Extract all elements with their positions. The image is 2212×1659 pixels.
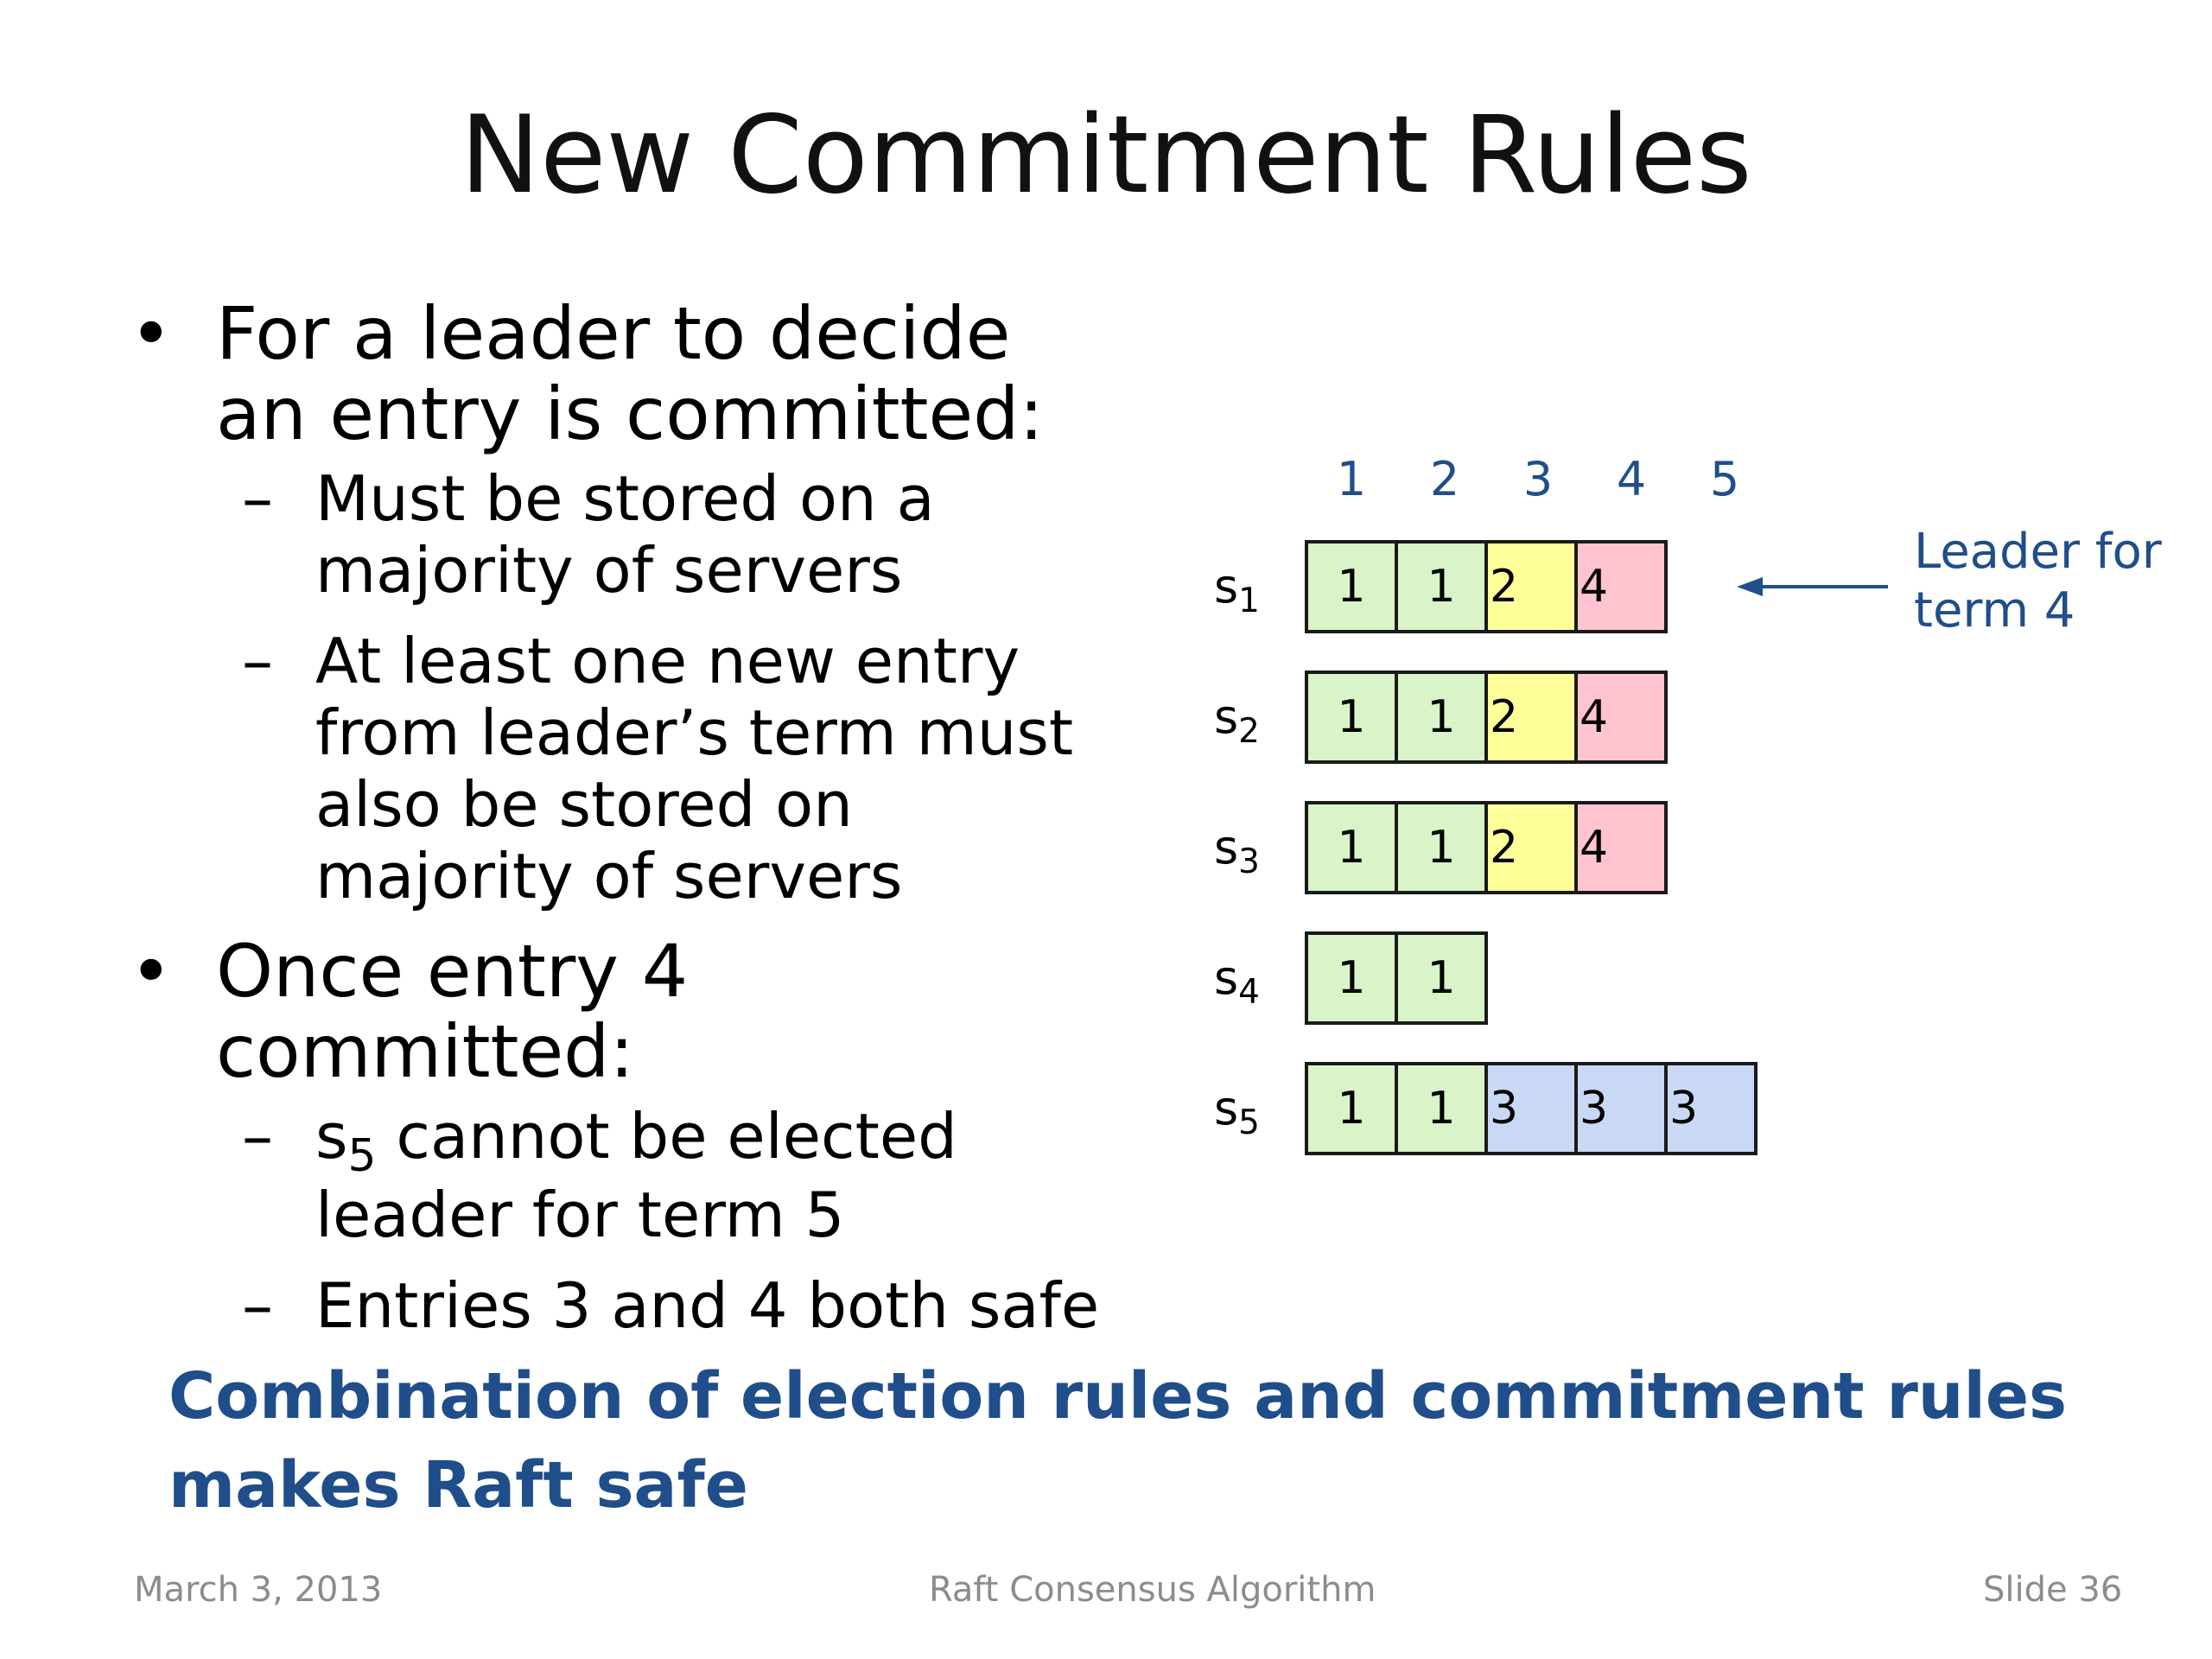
footer-deck-title: Raft Consensus Algorithm (929, 1570, 1376, 1610)
server-name: s (315, 1100, 348, 1173)
log-entry: 1 (1395, 931, 1488, 1025)
server-label: s4 (1214, 931, 1274, 1030)
leader-note-line-2: term 4 (1914, 582, 2075, 639)
log-entry: 4 (1574, 801, 1668, 894)
bullet-marker: • (130, 929, 173, 1014)
leader-note-line-1: Leader for (1914, 524, 2162, 580)
log-entry: 3 (1664, 1062, 1758, 1155)
log-entry: 1 (1305, 931, 1398, 1025)
log-entry: 4 (1574, 671, 1668, 764)
conclusion-text: Combination of election rules and commit… (168, 1359, 2068, 1522)
server-label: s3 (1214, 801, 1274, 899)
sub-bullet-1-2: – At least one new entry from leader’s t… (130, 626, 1123, 912)
server-name: s (1214, 559, 1239, 613)
log-entry: 3 (1484, 1062, 1578, 1155)
server-subscript: 3 (1238, 842, 1260, 881)
sub-bullet-1-2-text: At least one new entry from leader’s ter… (315, 625, 1074, 912)
log-index-label: 1 (1336, 452, 1367, 506)
sub-bullet-1-1-text: Must be stored on a majority of servers (315, 462, 935, 607)
log-entry: 1 (1395, 671, 1488, 764)
log-index-label: 4 (1616, 452, 1647, 506)
server-subscript: 4 (1238, 972, 1260, 1012)
slide-title: New Commitment Rules (460, 93, 1752, 218)
server-subscript: 1 (1238, 581, 1260, 620)
sub-bullet-marker: – (242, 625, 273, 697)
log-entry: 1 (1305, 671, 1398, 764)
server-subscript: 2 (1238, 711, 1260, 751)
server-name: s (1214, 820, 1239, 874)
sub-bullet-marker: – (242, 1100, 273, 1173)
log-entry: 2 (1484, 801, 1578, 894)
bullet-2-text: Once entry 4 committed: (216, 929, 689, 1094)
log-entry: 2 (1484, 540, 1578, 633)
server-subscript: 5 (1238, 1103, 1260, 1142)
server-name: s (1214, 1081, 1239, 1135)
sub-bullet-2-2-text: Entries 3 and 4 both safe (315, 1269, 1100, 1342)
bullet-1-text: For a leader to decide an entry is commi… (216, 291, 1044, 456)
bullet-2: • Once entry 4 committed: (130, 931, 1123, 1092)
server-label: s1 (1214, 540, 1274, 639)
bullet-list: • For a leader to decide an entry is com… (130, 294, 1123, 1361)
bullet-1: • For a leader to decide an entry is com… (130, 294, 1123, 454)
bullet-marker: • (130, 291, 173, 376)
log-entry: 1 (1305, 801, 1398, 894)
log-entry: 4 (1574, 540, 1668, 633)
sub-bullet-marker: – (242, 462, 273, 535)
arrowhead-icon (1737, 577, 1763, 596)
log-index-label: 2 (1429, 452, 1460, 506)
log-entry: 1 (1305, 1062, 1398, 1155)
server-subscript: 5 (347, 1129, 377, 1182)
sub-bullet-2-2: – Entries 3 and 4 both safe (130, 1270, 1123, 1342)
footer-slide-number: Slide 36 (1983, 1570, 2123, 1610)
footer-date: March 3, 2013 (134, 1570, 383, 1610)
sub-bullet-marker: – (242, 1269, 273, 1342)
sub-bullet-1-1: – Must be stored on a majority of server… (130, 463, 1123, 607)
log-index-label: 3 (1522, 452, 1554, 506)
server-label: s2 (1214, 671, 1274, 769)
log-index-label: 5 (1709, 452, 1740, 506)
server-name: s (1214, 690, 1239, 744)
sub-bullet-2-1: – s5 cannot be elected leader for term 5 (130, 1101, 1123, 1251)
leader-note: Leader for term 4 (1914, 523, 2162, 640)
sub-bullet-2-1-text: s5 cannot be elected leader for term 5 (315, 1100, 957, 1251)
server-label: s5 (1214, 1062, 1274, 1160)
server-name: s (1214, 950, 1239, 1005)
sub-bullet-2-1-rest: cannot be elected leader for term 5 (315, 1100, 957, 1251)
